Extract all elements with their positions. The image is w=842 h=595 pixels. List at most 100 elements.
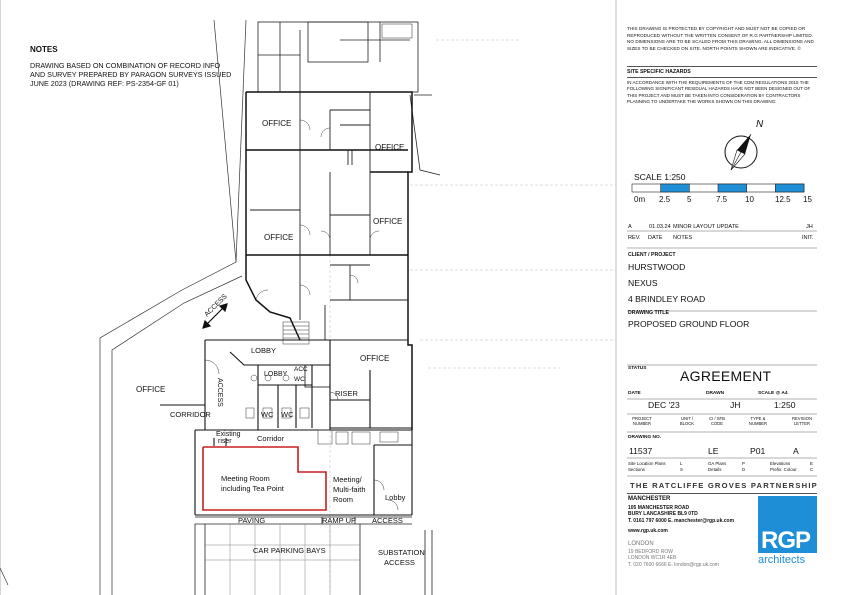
cdm-statement: IN ACCORDANCE WITH THE REQUIREMENTS OF T… (627, 80, 811, 105)
scale-bar-segment (660, 183, 690, 193)
scale-bar-segment (717, 183, 747, 193)
legend-col-5: Elevations Prefix: Colour (770, 461, 797, 473)
legend-item: L (680, 461, 683, 466)
drawing-no-revision: A (793, 446, 799, 456)
room-label-acc-wc: ACC (294, 366, 308, 373)
notes-header: NOTES (673, 235, 693, 241)
drawing-no-label: DRAWING NO. (628, 435, 662, 440)
drawing-title: PROPOSED GROUND FLOOR (628, 319, 750, 329)
legend-item: Site Location Plans (628, 461, 666, 466)
init-header: INIT. (802, 235, 814, 241)
legend-item: S (680, 467, 683, 472)
scale-tick-label: 2.5 (659, 195, 671, 204)
legend-item: Elevations (770, 461, 791, 466)
scale-a4-label: SCALE @ A4 (758, 391, 788, 396)
scale-tick-label: 10 (745, 195, 754, 204)
legend-item: GA Plans (708, 461, 727, 466)
drawing-no-type: P01 (750, 446, 766, 456)
room-label-substation: ACCESS (384, 558, 415, 567)
office-manchester-contact[interactable]: T. 0161 797 6000 E. manchester@rgp.uk.co… (628, 518, 735, 524)
hazards-heading: SITE SPECIFIC HAZARDS (627, 69, 691, 75)
client-name: HURSTWOOD (628, 262, 686, 272)
meeting-room-highlight (202, 446, 327, 511)
room-label-lobby: LOBBY (251, 346, 276, 355)
room-label-lobby: LOBBY (264, 371, 288, 378)
ci-code-header: CI / SFB CODE (709, 416, 725, 426)
room-label-riser: RISER (335, 389, 359, 398)
rgp-logo-text: RGP (761, 527, 811, 554)
rgp-logo-subtitle: architects (758, 554, 806, 566)
room-label-corridor: Corridor (257, 434, 285, 443)
room-label-multifaith: Meeting/ (333, 475, 363, 484)
site-boundary (99, 19, 247, 595)
revision-notes: MINOR LAYOUT UPDATE (673, 224, 739, 230)
legend-col-3: GA Plans Details (708, 461, 726, 473)
legend-item: Details (708, 467, 722, 472)
date-value: DEC '23 (648, 400, 680, 410)
room-label-substation: SUBSTATION (378, 548, 425, 557)
practice-name: THE RATCLIFFE GROVES PARTNERSHIP (630, 481, 818, 490)
office-london-contact[interactable]: T. 020 7600 6666 E. london@rgp.uk.com (628, 562, 719, 568)
legend-col-2: L S (680, 461, 683, 473)
scale-tick-label: 5 (687, 195, 692, 204)
room-label-paving: PAVING (238, 516, 265, 525)
room-label-office: OFFICE (262, 119, 291, 128)
room-label-meeting-room: Meeting Room (221, 474, 270, 483)
scale-bar-segment (775, 183, 805, 193)
project-address: 4 BRINDLEY ROAD (628, 294, 706, 304)
legend-item: Sections (628, 467, 645, 472)
office-london-address-1: 19 BEDFORD ROW (628, 549, 674, 555)
notes-title: NOTES (30, 45, 58, 54)
room-label-access: ACCESS (216, 378, 223, 407)
scale-tick-label: 7.5 (716, 195, 728, 204)
legend-col-1: Site Location Plans Sections (628, 461, 666, 473)
office-london-address-2: LONDON WC1R 4EB (628, 555, 677, 561)
core-walls (160, 339, 412, 430)
status-label: STATUS (628, 366, 647, 371)
office-london-city: LONDON (628, 541, 654, 547)
office-manchester-address-1: 105 MANCHESTER ROAD (628, 505, 690, 511)
date-header: DATE (648, 235, 663, 241)
website-link[interactable]: www.rgp.uk.com (628, 528, 668, 534)
revision-letter: A (628, 224, 632, 230)
north-label: N (756, 119, 764, 130)
room-label-existing-riser: Existing (216, 431, 241, 438)
room-label-access: ACCESS (372, 516, 403, 525)
room-label-multifaith: Multi-faith (333, 485, 366, 494)
client-label: CLIENT / PROJECT (628, 252, 676, 258)
drawing-no-project: 11537 (629, 446, 653, 456)
internal-walls (250, 92, 408, 341)
date-label: DATE (628, 391, 641, 396)
legend-item: C (810, 467, 814, 472)
room-label-wc: WC (261, 410, 274, 419)
scale-title: SCALE 1:250 (634, 172, 686, 182)
type-number-header: TYPE & NUMBER (748, 416, 768, 426)
room-label-acc-wc: WC (294, 376, 305, 383)
scale-tick-label: 0m (634, 195, 646, 204)
access-arrow-icon (202, 303, 228, 329)
room-label-existing-riser: riser (218, 438, 232, 445)
scale-bar (631, 183, 805, 193)
rgp-logo: RGP (758, 496, 817, 553)
room-label-car-parking: CAR PARKING BAYS (253, 546, 326, 555)
notes-body: DRAWING BASED ON COMBINATION OF RECORD I… (30, 61, 232, 88)
scale-tick-label: 12.5 (775, 195, 791, 204)
office-manchester-address-2: BURY LANCASHIRE BL9 0TD (628, 511, 698, 517)
scale-a4-value: 1:250 (774, 400, 796, 410)
room-label-office: OFFICE (136, 385, 165, 394)
room-label-office: OFFICE (264, 233, 293, 242)
room-label-office: OFFICE (375, 143, 404, 152)
external-works (194, 516, 433, 595)
room-label-ramp-up: RAMP UP (322, 516, 356, 525)
stair (282, 321, 310, 345)
room-label-multifaith: Room (333, 495, 353, 504)
room-label-lobby: Lobby (385, 493, 406, 502)
legend-item: Prefix: Colour (770, 467, 797, 472)
revision-initials: JH (806, 224, 813, 230)
project-number-header: PROJECT NUMBER (632, 416, 652, 426)
room-label-office: OFFICE (360, 354, 389, 363)
drawing-title-label: DRAWING TITLE (628, 310, 669, 316)
room-label-corridor: CORRIDOR (170, 410, 211, 419)
status-value: AGREEMENT (680, 368, 772, 384)
